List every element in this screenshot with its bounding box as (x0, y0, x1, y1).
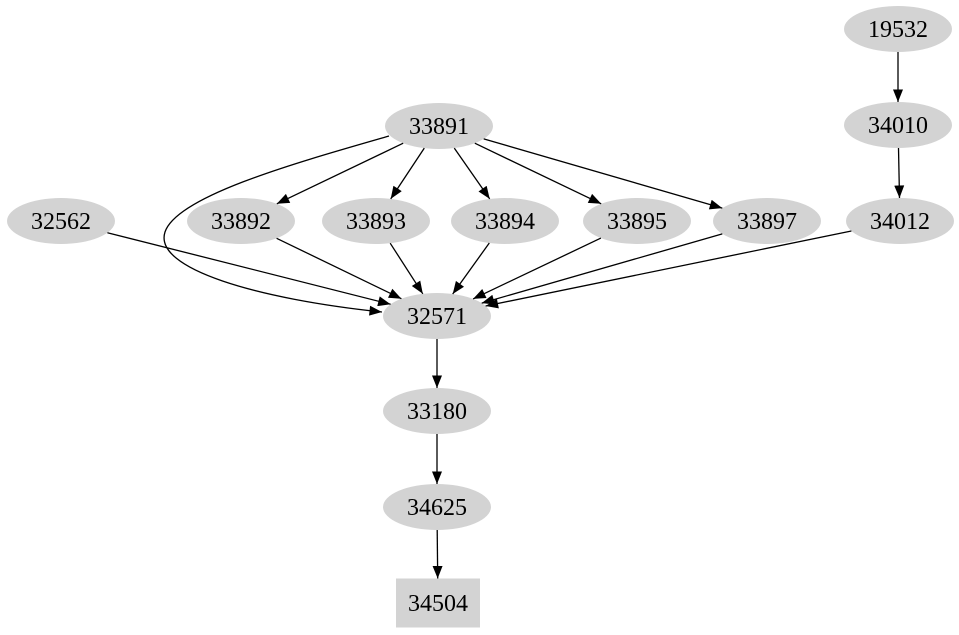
node-ellipse-33180 (383, 388, 491, 434)
edge-34625-to-34504 (432, 529, 443, 579)
edges-layer (107, 52, 905, 579)
nodes-layer: 19532 34010 33891 32562 33892 33893 33894 33895… (7, 6, 954, 628)
node-ellipse-33895 (583, 198, 691, 244)
edge-33893-to-32571 (389, 242, 424, 295)
graph-node-33897: 33897 (713, 198, 821, 244)
node-label-34012: 34012 (870, 209, 930, 235)
node-ellipse-34625 (383, 484, 491, 530)
node-label-34010: 34010 (868, 113, 928, 139)
node-ellipse-33891 (385, 103, 493, 149)
edge-33891-to-33893 (390, 147, 425, 200)
node-label-34504: 34504 (408, 591, 468, 617)
node-label-32562: 32562 (31, 209, 91, 235)
graph-node-34504: 34504 (396, 578, 480, 628)
node-label-34625: 34625 (407, 495, 467, 521)
edge-33891-to-33894 (453, 147, 491, 200)
node-ellipse-33893 (322, 198, 430, 244)
node-label-33180: 33180 (407, 399, 467, 425)
graph-node-33894: 33894 (451, 198, 559, 244)
graph-node-32571: 32571 (383, 293, 491, 339)
edge-33891-to-32571 (163, 135, 390, 316)
node-label-33892: 33892 (211, 209, 271, 235)
node-ellipse-33892 (187, 198, 295, 244)
edge-33897-to-32571 (481, 233, 723, 305)
edge-33895-to-32571 (472, 237, 602, 300)
node-ellipse-32562 (7, 198, 115, 244)
node-ellipse-32571 (383, 293, 491, 339)
graph-node-33893: 33893 (322, 198, 430, 244)
graph-node-34012: 34012 (846, 198, 954, 244)
graph-node-34625: 34625 (383, 484, 491, 530)
node-ellipse-33894 (451, 198, 559, 244)
node-label-33891: 33891 (409, 114, 469, 140)
edge-34010-to-34012 (894, 147, 905, 199)
node-ellipse-34010 (844, 102, 952, 148)
node-label-33893: 33893 (346, 209, 406, 235)
node-label-32571: 32571 (407, 304, 467, 330)
node-ellipse-34012 (846, 198, 954, 244)
graph-node-33180: 33180 (383, 388, 491, 434)
node-label-19532: 19532 (868, 17, 928, 43)
node-label-33894: 33894 (475, 209, 535, 235)
graph-node-34010: 34010 (844, 102, 952, 148)
edge-33894-to-32571 (452, 242, 490, 295)
edge-34012-to-32571 (485, 230, 852, 309)
edge-33891-to-33892 (276, 142, 404, 205)
edge-33891-to-33895 (474, 142, 602, 205)
graph-node-33892: 33892 (187, 198, 295, 244)
node-box-34504 (396, 578, 480, 628)
graph-node-19532: 19532 (844, 6, 952, 52)
graph-node-33891: 33891 (385, 103, 493, 149)
edge-32562-to-32571 (107, 232, 391, 307)
graph-node-32562: 32562 (7, 198, 115, 244)
edge-33891-to-33897 (483, 138, 723, 210)
node-label-33895: 33895 (607, 209, 667, 235)
node-ellipse-33897 (713, 198, 821, 244)
graph-node-33895: 33895 (583, 198, 691, 244)
node-ellipse-19532 (844, 6, 952, 52)
node-label-33897: 33897 (737, 209, 797, 235)
edge-33892-to-32571 (276, 237, 402, 300)
